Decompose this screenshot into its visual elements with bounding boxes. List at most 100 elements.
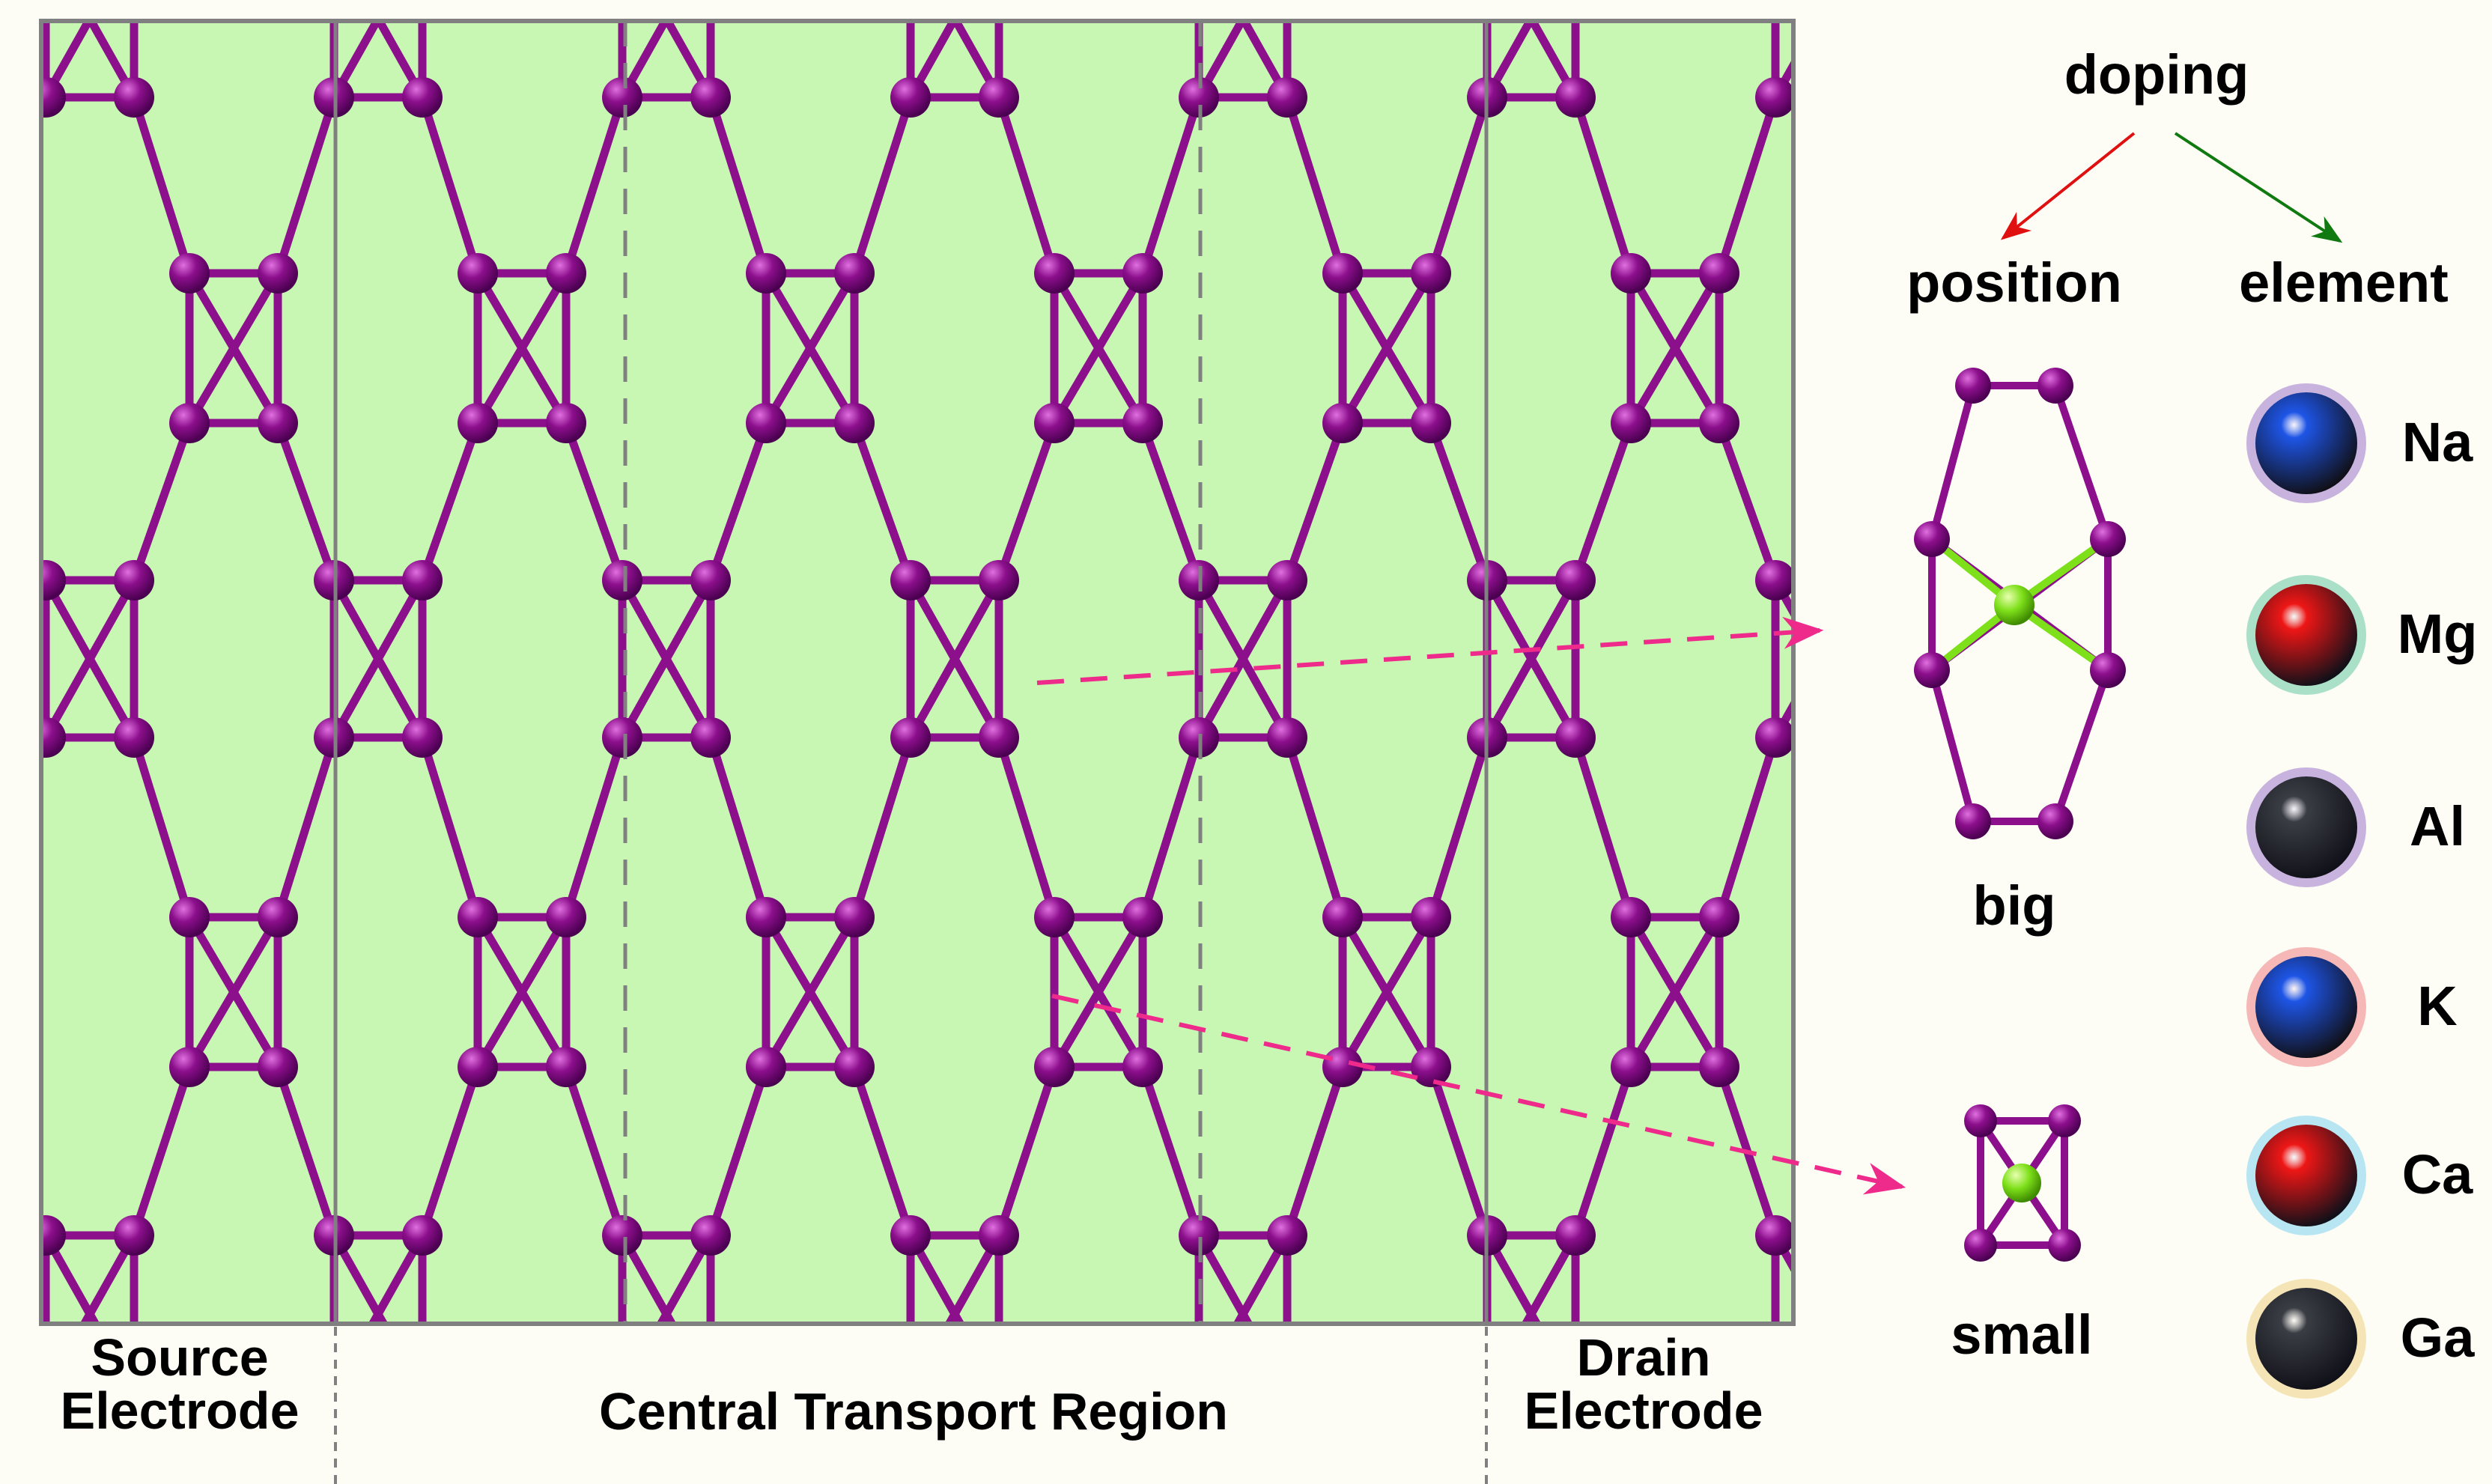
lattice-atom: [890, 560, 931, 600]
lattice-atom: [1034, 253, 1075, 294]
lattice-bond: [1283, 1062, 1347, 1240]
lattice-bond: [1138, 93, 1203, 278]
lattice-atom: [1987, 1047, 2028, 1087]
lattice-atom: [1122, 253, 1163, 294]
lattice-bond: [706, 733, 771, 922]
small-site-pointer-arrow: [1051, 994, 1906, 1195]
lattice-atom: [402, 717, 443, 758]
big-site-dopant: [1994, 585, 2034, 625]
lattice-bond: [562, 733, 627, 922]
element-sphere-mg: [2255, 584, 2357, 686]
lattice-atom: [1555, 560, 1596, 600]
lattice-atom: [1411, 253, 1451, 294]
lattice-bond: [1528, 21, 1580, 102]
lattice-bond: [1521, 1231, 1580, 1324]
element-label-mg: Mg: [2397, 603, 2478, 665]
lattice-bond: [79, 1231, 139, 1324]
lattice-atom: [1555, 717, 1596, 758]
lattice-atom: [602, 560, 642, 600]
lattice-atom: [979, 77, 1019, 118]
lattice-bond: [562, 419, 627, 585]
lattice-atom: [41, 77, 66, 118]
lattice-atom: [546, 253, 586, 294]
lattice-atom: [41, 560, 66, 600]
element-label: element: [2239, 252, 2449, 314]
element-label-al: Al: [2410, 795, 2465, 857]
lattice-bond: [906, 21, 958, 102]
lattice-bond: [1426, 419, 1492, 585]
lattice-atom: [1411, 1047, 1451, 1087]
lattice-bond: [374, 21, 427, 102]
lattice-bond: [951, 21, 1003, 102]
lattice-bond: [850, 1062, 915, 1240]
lattice-atom: [114, 1215, 154, 1256]
lattice-atom: [1699, 253, 1739, 294]
lattice-bond: [1864, 97, 1919, 273]
lattice-atom: [402, 1215, 443, 1256]
big-site-bond: [1928, 666, 1977, 825]
small-site-atom: [1964, 1229, 1997, 1262]
lattice-bond: [562, 93, 627, 278]
lattice-bond: [1194, 576, 1292, 742]
lattice-atom: [834, 403, 875, 443]
lattice-atom: [690, 560, 731, 600]
lattice-atom: [41, 1215, 66, 1256]
lattice-bond: [994, 419, 1059, 585]
lattice-atom: [746, 897, 786, 937]
lattice-atom: [690, 717, 731, 758]
lattice-atom: [0, 897, 10, 937]
lattice-atom: [402, 77, 443, 118]
lattice-bond: [1426, 733, 1492, 922]
lattice-atom: [834, 1047, 875, 1087]
source-label-line1: Source: [91, 1328, 269, 1387]
lattice-atom: [402, 560, 443, 600]
lattice-bond: [618, 576, 715, 742]
lattice-bond: [1338, 913, 1435, 1071]
lattice-atom: [458, 253, 498, 294]
big-site-atom: [2090, 521, 2126, 557]
lattice-atom: [1179, 1215, 1219, 1256]
lattice-atom: [458, 403, 498, 443]
lattice-bond: [1138, 419, 1203, 585]
small-site-atom: [2048, 1104, 2081, 1137]
lattice-atom: [1611, 897, 1651, 937]
lattice-bond: [656, 1231, 715, 1324]
lattice-bond: [473, 913, 571, 1071]
source-label-line2: Electrode: [60, 1381, 300, 1441]
lattice-bond: [368, 1231, 427, 1324]
element-spheres: [2246, 383, 2366, 1399]
big-site-atom: [1955, 803, 1991, 839]
lattice-bond: [1771, 697, 1793, 742]
lattice-atom: [258, 403, 298, 443]
element-sphere-k: [2255, 956, 2357, 1058]
lattice-bond: [1864, 738, 1919, 917]
lattice-atom: [1755, 560, 1793, 600]
lattice-atom: [1411, 403, 1451, 443]
lattice-atom: [1034, 897, 1075, 937]
lattice-atom: [258, 897, 298, 937]
source-electrode-label: Source Electrode: [30, 1331, 329, 1438]
lattice-atom: [1844, 1215, 1884, 1256]
lattice-atom: [1267, 1215, 1307, 1256]
lattice-bond: [1483, 576, 1580, 742]
lattice-bond: [1626, 269, 1724, 428]
lattice-atom: [1611, 403, 1651, 443]
lattice-atom: [1122, 897, 1163, 937]
lattice-bond: [418, 93, 482, 278]
lattice-atom: [834, 897, 875, 937]
element-sphere-ca: [2255, 1125, 2357, 1226]
lattice-bond: [418, 419, 482, 585]
lattice-bond: [994, 1062, 1059, 1240]
lattice-atom: [114, 77, 154, 118]
lattice-bond: [1864, 423, 1919, 580]
lattice-atom: [602, 1215, 642, 1256]
big-site-atom: [1914, 521, 1950, 557]
lattice-bond: [706, 1062, 771, 1240]
lattice-bond: [1283, 93, 1347, 278]
lattice-bond: [1771, 576, 1793, 621]
lattice-atom: [1179, 77, 1219, 118]
doping-title: doping: [2064, 43, 2249, 106]
lattice-atom: [746, 253, 786, 294]
big-site-atom: [1955, 368, 1991, 404]
